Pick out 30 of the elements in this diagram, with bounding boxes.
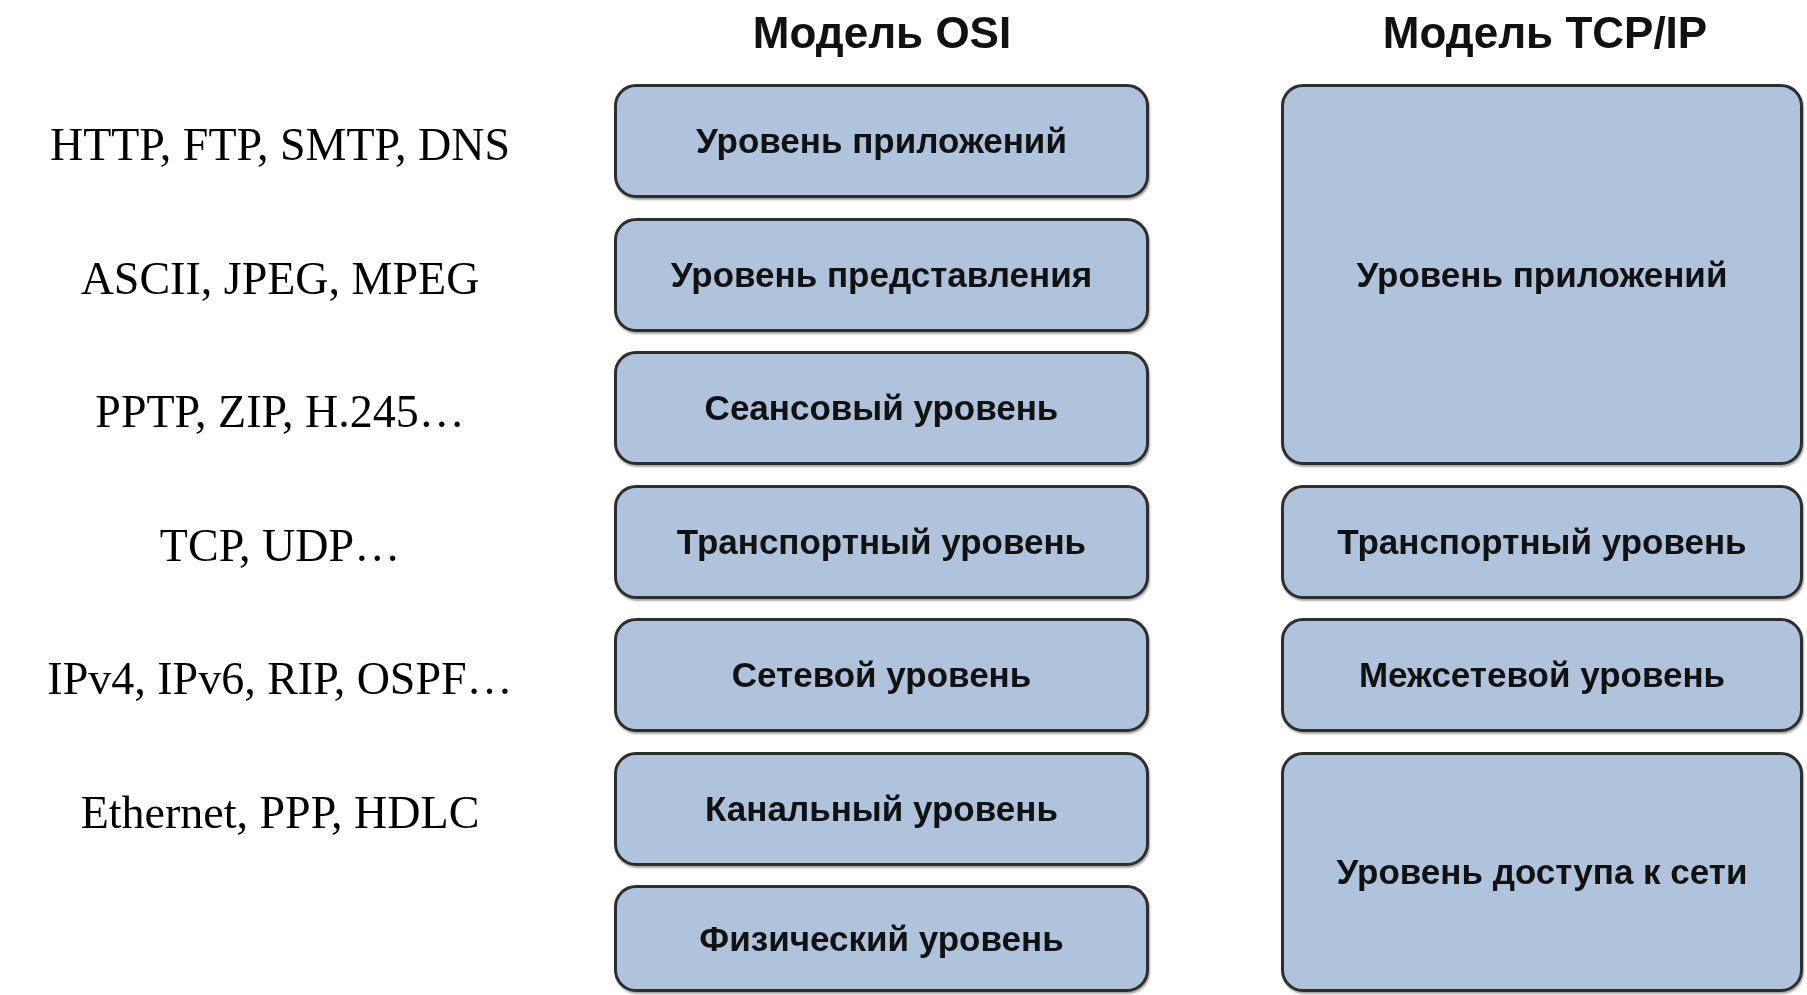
layer-label: Уровень представления bbox=[670, 254, 1093, 295]
protocol-list: ASCII, JPEG, MPEG bbox=[80, 251, 480, 304]
layer-box bbox=[1281, 751, 1803, 992]
protocol-list: IPv4, IPv6, RIP, OSPF… bbox=[47, 651, 513, 705]
layer-box bbox=[1281, 484, 1803, 599]
layer-box bbox=[614, 484, 1149, 599]
protocol-list: HTTP, FTP, SMTP, DNS bbox=[49, 117, 511, 171]
column-heading: Модель TCP/IP bbox=[1382, 8, 1708, 58]
layer-label: Транспортный уровень bbox=[1337, 521, 1747, 562]
layer-box bbox=[1281, 618, 1803, 732]
layer-label: Физический уровень bbox=[699, 918, 1064, 959]
layer-label: Уровень приложений bbox=[696, 121, 1067, 161]
layer-box bbox=[614, 351, 1149, 465]
layer-label: Транспортный уровень bbox=[676, 521, 1087, 562]
layer-box bbox=[614, 885, 1149, 992]
protocol-list: TCP, UDP… bbox=[159, 518, 401, 571]
layer-label: Межсетевой уровень bbox=[1358, 655, 1726, 695]
layer-label: Сеансовый уровень bbox=[704, 388, 1059, 428]
column-heading: Модель OSI bbox=[752, 8, 1012, 58]
layer-label: Сетевой уровень bbox=[731, 655, 1032, 695]
layer-box bbox=[1281, 84, 1803, 465]
protocol-list: PPTP, ZIP, H.245… bbox=[95, 384, 465, 438]
layer-box bbox=[614, 618, 1149, 732]
layer-box bbox=[614, 84, 1149, 198]
layer-label: Канальный уровень bbox=[705, 788, 1058, 829]
layer-box bbox=[614, 751, 1149, 866]
layer-box bbox=[614, 217, 1149, 332]
layer-label: Уровень приложений bbox=[1356, 254, 1728, 295]
protocol-list: Ethernet, PPP, HDLC bbox=[80, 785, 480, 838]
layer-label: Уровень доступа к сети bbox=[1336, 851, 1748, 892]
